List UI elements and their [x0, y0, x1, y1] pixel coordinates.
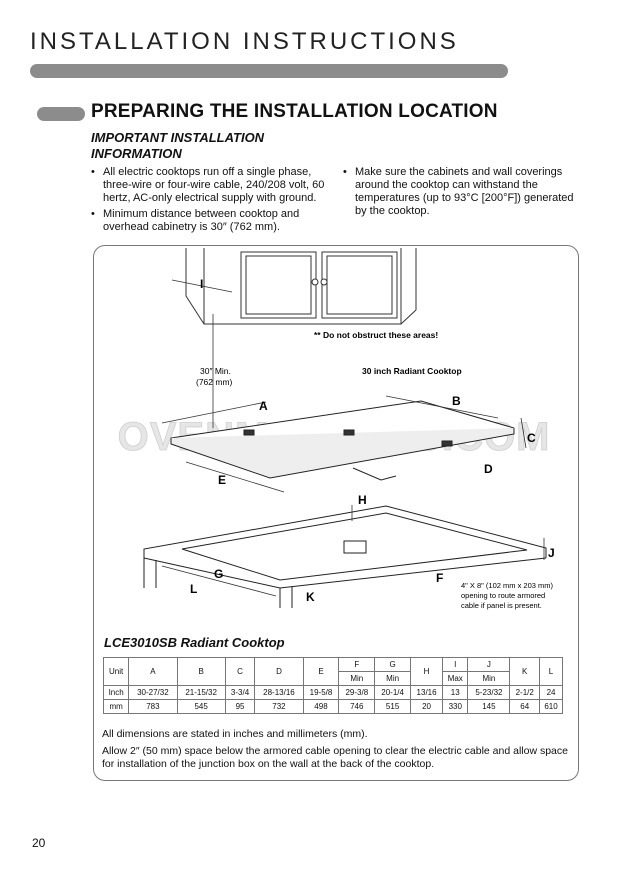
countertop — [143, 505, 547, 608]
table-cell: 732 — [254, 699, 304, 714]
label-C: C — [527, 431, 536, 445]
installation-diagram: OVENMANUALS.COM I ** Do not obstruct the… — [117, 248, 555, 610]
table-cell: 21-15/32 — [176, 685, 226, 700]
table-cell: 64 — [509, 699, 541, 714]
header-cell: K — [509, 657, 541, 686]
section-pill — [37, 107, 85, 121]
min-distance-mm: (762 mm) — [196, 377, 233, 387]
min-distance-label: 30″ Min. — [200, 366, 231, 376]
opening-note-line2: opening to route armored — [461, 591, 545, 600]
table-cell: 24 — [539, 685, 563, 700]
table-row: Inch 30-27/32 21-15/32 3-3/4 28-13/16 19… — [102, 685, 563, 700]
table-cell: 28-13/16 — [254, 685, 304, 700]
header-cell: H — [410, 657, 444, 686]
bullet-item: Make sure the cabinets and wall covering… — [343, 166, 579, 218]
diagram-frame — [93, 245, 579, 781]
bullet-item: All electric cooktops run off a single p… — [91, 166, 327, 205]
dimension-table: Unit A B C D E F G H I J K L Min Min Max… — [102, 657, 563, 714]
table-cell: 20-1/4 — [374, 685, 412, 700]
table-header-row: Unit A B C D E F G H I J K L — [102, 657, 563, 686]
label-D: D — [484, 462, 493, 476]
table-cell: 3-3/4 — [224, 685, 256, 700]
table-cell: 29-3/8 — [338, 685, 376, 700]
table-cell: Inch — [102, 685, 130, 700]
table-cell: 783 — [128, 699, 178, 714]
bullet-list-left: All electric cooktops run off a single p… — [91, 166, 327, 237]
table-cell: 145 — [467, 699, 511, 714]
header-cell: D — [254, 657, 304, 686]
label-B: B — [452, 394, 461, 408]
label-J: J — [548, 546, 555, 560]
table-cell: 498 — [302, 699, 340, 714]
label-E: E — [218, 473, 226, 487]
header-cell: B — [176, 657, 226, 686]
table-cell: mm — [102, 699, 130, 714]
cooktop-label: 30 inch Radiant Cooktop — [362, 366, 462, 376]
table-cell: 13 — [442, 685, 469, 700]
header-cell: F — [338, 657, 376, 672]
label-F: F — [436, 571, 443, 585]
opening-note-line1: 4" X 8" (102 mm x 203 mm) — [461, 581, 554, 590]
table-cell: 2-1/2 — [509, 685, 541, 700]
warning-text: ** Do not obstruct these areas! — [314, 330, 438, 340]
table-cell: 610 — [539, 699, 563, 714]
table-cell: 330 — [442, 699, 469, 714]
subheader-cell: Min — [338, 671, 376, 686]
label-H: H — [358, 493, 367, 507]
dimension-I-line — [171, 279, 233, 293]
header-cell: C — [224, 657, 256, 686]
label-L: L — [190, 582, 197, 596]
header-cell: Unit — [102, 657, 130, 686]
subheader-cell: Min — [467, 671, 511, 686]
table-cell: 746 — [338, 699, 376, 714]
label-I: I — [200, 277, 203, 291]
table-cell: 20 — [410, 699, 444, 714]
page-header-title: INSTALLATION INSTRUCTIONS — [30, 28, 459, 55]
header-cell: J — [467, 657, 511, 672]
header-cell: A — [128, 657, 178, 686]
header-cell: L — [539, 657, 563, 686]
bullet-list-right: Make sure the cabinets and wall covering… — [343, 166, 579, 221]
table-title: LCE3010SB Radiant Cooktop — [104, 635, 285, 650]
table-cell: 13/16 — [410, 685, 444, 700]
overhead-cabinet — [185, 248, 417, 325]
section-subtitle: IMPORTANT INSTALLATION INFORMATION — [91, 130, 265, 161]
header-cell: I — [442, 657, 469, 672]
table-cell: 5-23/32 — [467, 685, 511, 700]
table-cell: 30-27/32 — [128, 685, 178, 700]
label-G: G — [214, 567, 223, 581]
header-cell: G — [374, 657, 412, 672]
opening-note-line3: cable if panel is present. — [461, 601, 542, 610]
page-number: 20 — [32, 836, 46, 850]
dimension-note: All dimensions are stated in inches and … — [102, 728, 368, 740]
table-subheader-row: Min Min Max Min — [104, 671, 563, 686]
table-cell: 545 — [176, 699, 226, 714]
clearance-note: Allow 2″ (50 mm) space below the armored… — [102, 745, 568, 770]
cooktop — [170, 400, 515, 481]
table-cell: 95 — [224, 699, 256, 714]
label-K: K — [306, 590, 315, 604]
table-cell: 19-5/8 — [302, 685, 340, 700]
table-row: mm 783 545 95 732 498 746 515 20 330 145… — [102, 699, 563, 714]
section-title: PREPARING THE INSTALLATION LOCATION — [91, 101, 498, 122]
bullet-item: Minimum distance between cooktop and ove… — [91, 208, 327, 234]
header-bar — [30, 64, 508, 78]
table-cell: 515 — [374, 699, 412, 714]
label-A: A — [259, 399, 268, 413]
subheader-cell: Min — [374, 671, 412, 686]
header-cell: E — [302, 657, 340, 686]
subheader-cell: Max — [442, 671, 469, 686]
